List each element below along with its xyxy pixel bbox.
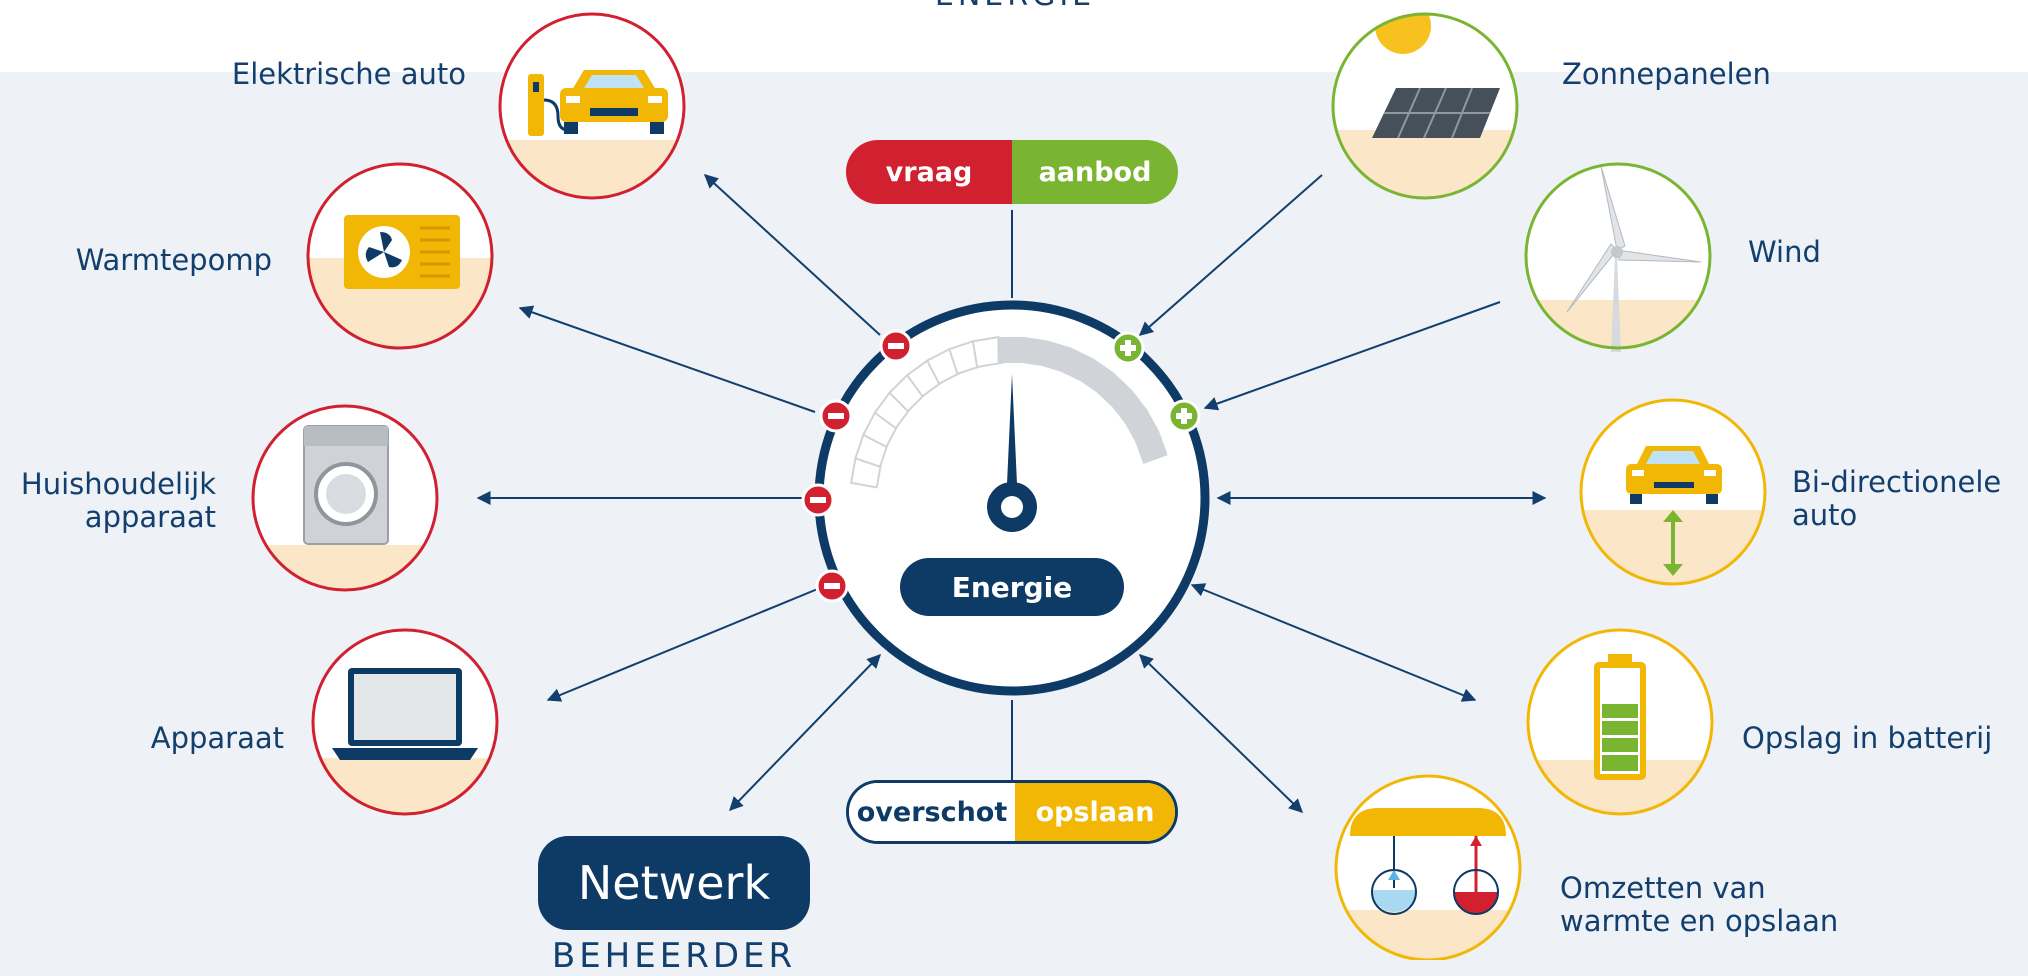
gauge-segment: [1018, 336, 1048, 367]
overschot-label: overschot: [849, 783, 1015, 841]
circle-bi-directionele-auto: [1579, 398, 1767, 586]
battery-icon: [1594, 654, 1646, 780]
label-warmtepomp: Warmtepomp: [75, 243, 272, 277]
netwerk-subtitle: BEHEERDER: [551, 936, 797, 976]
heat-storage-icon: [1350, 808, 1506, 915]
circle-opslag-in-batterij: [1526, 628, 1714, 816]
label-bi-directionele-auto: Bi-directionele auto: [1792, 465, 2002, 532]
wind-turbine-icon: [1566, 165, 1702, 352]
arrow-to-netwerk: [729, 653, 881, 812]
laptop-icon: [332, 668, 478, 760]
energy-gauge: [801, 300, 1210, 696]
gauge-segments: [849, 335, 1168, 489]
circle-huishoudelijk-apparaat: [251, 404, 439, 592]
label-wind: Wind: [1748, 235, 1821, 269]
solar-panel-icon: [1372, 87, 1500, 139]
minus-badge: [819, 399, 853, 433]
connector-lines: [476, 174, 1547, 813]
circle-elektrische-auto: [498, 12, 686, 200]
aanbod-label: aanbod: [1012, 140, 1178, 204]
washing-machine-icon: [303, 425, 389, 545]
label-opslag-in-batterij: Opslag in batterij: [1742, 721, 1993, 755]
minus-badge: [801, 483, 835, 517]
sun-icon: [1375, 14, 1431, 54]
arrow-to-warmtepomp: [518, 305, 816, 413]
electric-car-charger-icon: [528, 70, 668, 136]
plus-badge: [1167, 399, 1201, 433]
gauge-segment: [997, 336, 1024, 364]
label-elektrische-auto: Elektrische auto: [231, 57, 466, 91]
label-warmte-opslag: Omzetten van warmte en opslaan: [1560, 871, 1839, 938]
circle-apparaat: [311, 628, 499, 816]
label-huishoudelijk-apparaat: Huishoudelijk apparaat: [20, 467, 216, 534]
circle-zonnepanelen: [1331, 12, 1519, 200]
minus-badge: [879, 329, 913, 363]
circle-warmte-opslag: [1334, 774, 1522, 960]
label-apparaat: Apparaat: [150, 721, 284, 755]
circle-wind: [1524, 162, 1712, 352]
netwerk-box: Netwerk: [538, 836, 810, 930]
overschot-opslaan-pill: overschot opslaan: [846, 780, 1178, 844]
bidirectional-car-icon: [1626, 446, 1722, 576]
opslaan-label: opslaan: [1015, 783, 1175, 841]
gauge-needle: [987, 374, 1037, 532]
vraag-aanbod-pill: vraag aanbod: [846, 140, 1178, 204]
arrow-from-wind: [1203, 301, 1501, 411]
arrow-warmte-opslag: [1138, 654, 1304, 813]
minus-badge: [815, 569, 849, 603]
header-title: ENERGIE: [925, 0, 1105, 13]
arrow-from-zonnepanelen: [1138, 174, 1323, 336]
gauge-energie-label: Energie: [900, 558, 1124, 616]
arrow-batterij: [1190, 583, 1477, 702]
arrow-to-apparaat: [546, 587, 821, 702]
top-strip: [0, 0, 2028, 72]
arrow-to-elektrische-auto: [703, 174, 881, 336]
vraag-label: vraag: [846, 140, 1012, 204]
circle-warmtepomp: [306, 162, 494, 350]
label-zonnepanelen: Zonnepanelen: [1562, 57, 1771, 91]
heat-pump-icon: [344, 215, 460, 289]
plus-badge: [1111, 331, 1145, 365]
gauge-segment: [1134, 430, 1168, 465]
